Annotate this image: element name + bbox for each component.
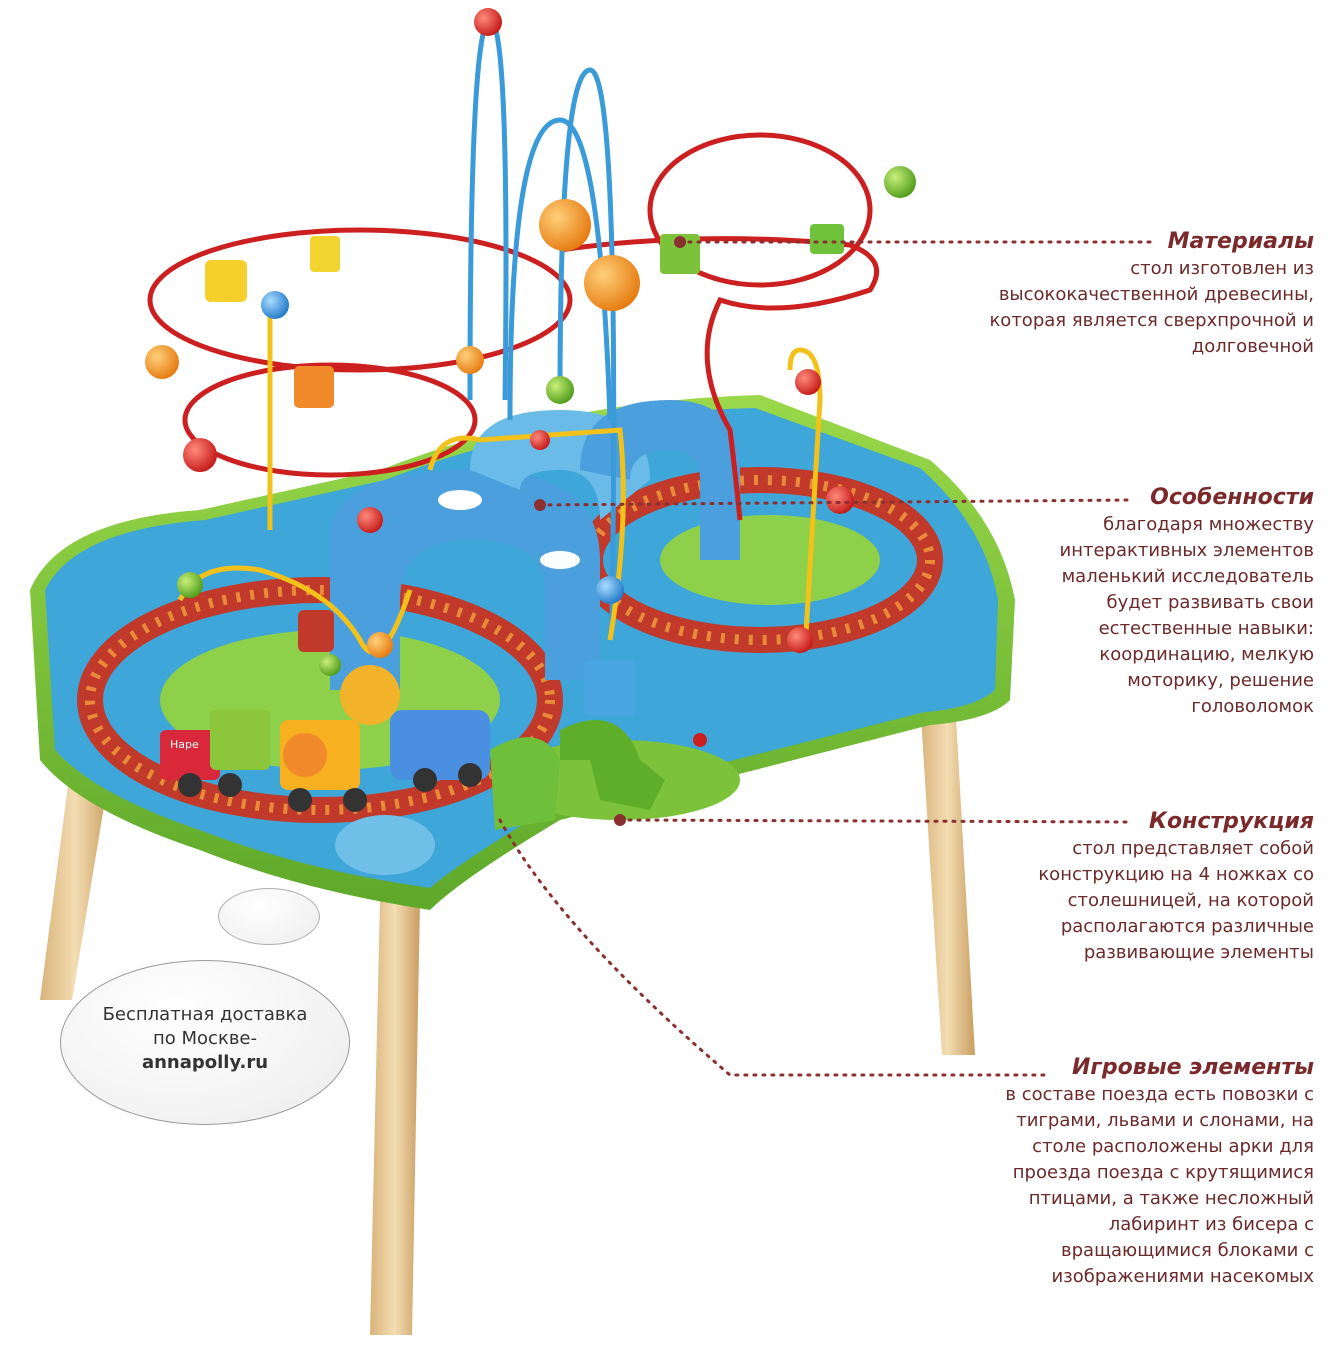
beads bbox=[145, 8, 916, 716]
callout-body-play-elements: в составе поезда есть повозки с тиграми,… bbox=[1005, 1084, 1314, 1287]
delivery-line-1: Бесплатная доставка bbox=[102, 1004, 308, 1025]
free-delivery-bubble: Бесплатная доставка по Москве- annapolly… bbox=[60, 960, 350, 1125]
callout-body-materials: стол изготовлен из высококачественной др… bbox=[989, 258, 1314, 357]
callout-play-elements: Игровые элементы в составе поезда есть п… bbox=[894, 1054, 1314, 1290]
train-brand-label: Hape bbox=[170, 738, 199, 751]
delivery-site-link[interactable]: annapolly.ru bbox=[141, 1052, 269, 1073]
toy-train: Hape bbox=[160, 710, 490, 812]
callout-title-construction: Конструкция bbox=[1149, 809, 1314, 834]
callout-materials: Материалы стол изготовлен из высококачес… bbox=[854, 228, 1314, 360]
delivery-line-2: по Москве- bbox=[153, 1028, 257, 1049]
callout-leader-lines bbox=[498, 240, 1157, 1077]
callout-anchor-dots bbox=[534, 236, 686, 826]
callout-title-features: Особенности bbox=[1150, 485, 1314, 510]
callout-title-play-elements: Игровые элементы bbox=[1072, 1055, 1314, 1080]
speech-bubble-tail bbox=[218, 888, 320, 945]
table-decor-animals bbox=[335, 665, 707, 875]
callout-body-features: благодаря множеству интерактивных элемен… bbox=[1059, 514, 1315, 717]
callout-title-materials: Материалы bbox=[1167, 229, 1314, 254]
callout-body-construction: стол представляет собой конструкцию на 4… bbox=[1038, 838, 1314, 963]
callout-construction: Конструкция стол представляет собой конс… bbox=[934, 808, 1314, 966]
callout-features: Особенности благодаря множеству интеракт… bbox=[954, 484, 1315, 720]
